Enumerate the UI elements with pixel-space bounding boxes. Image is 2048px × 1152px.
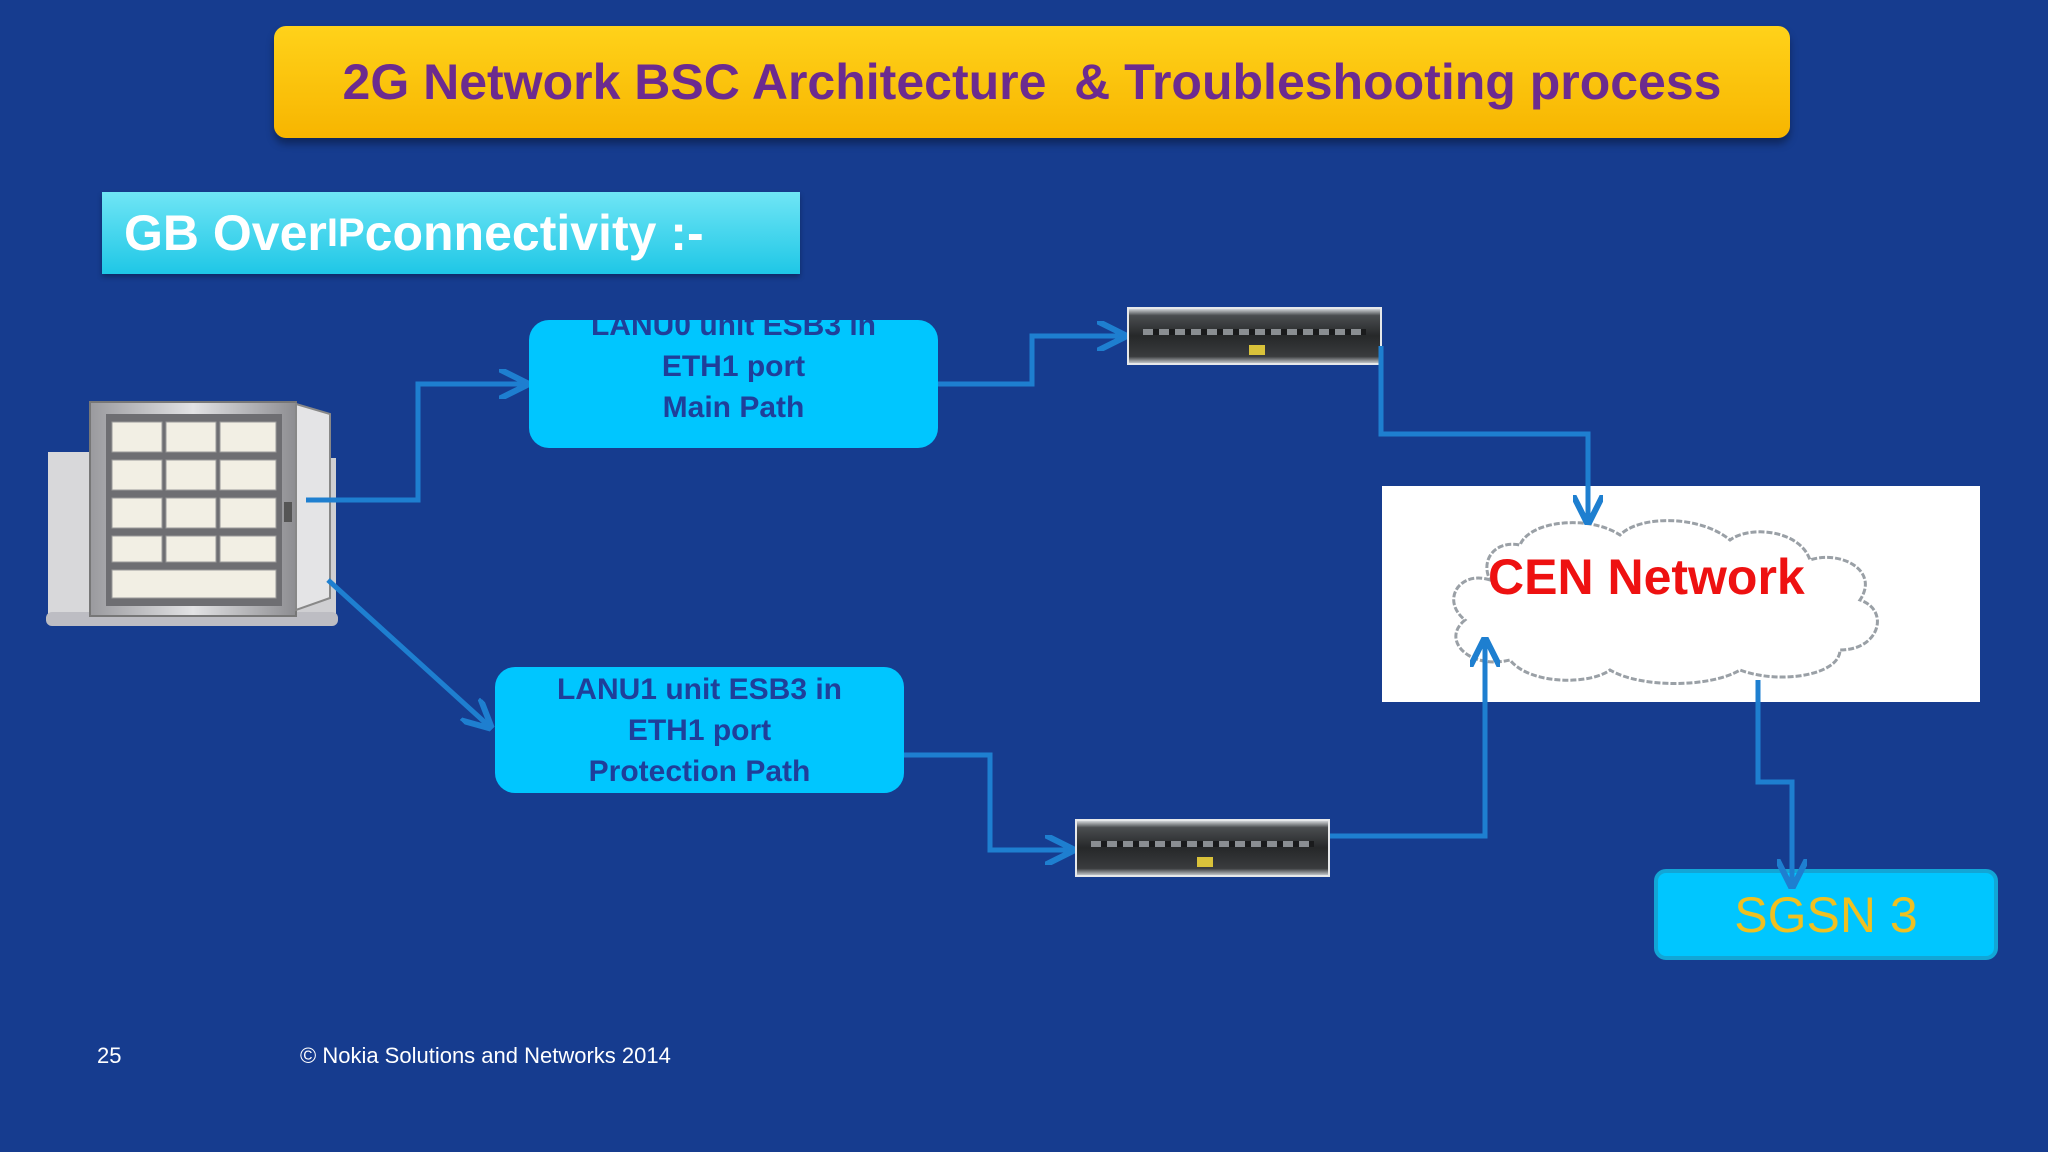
protection-path-box: LANU1 unit ESB3 in ETH1 port Protection … xyxy=(495,667,904,793)
cen-network-label: CEN Network xyxy=(1488,549,1805,605)
copyright-text: © Nokia Solutions and Networks 2014 xyxy=(300,1043,671,1068)
protection-path-line1: LANU1 unit ESB3 in xyxy=(556,672,842,706)
page-title: 2G Network BSC Architecture & Troublesho… xyxy=(342,54,1722,110)
connector-router2-to-cen xyxy=(1330,640,1485,839)
section-heading-part1: GB Over xyxy=(124,205,327,261)
connector-main-to-router xyxy=(938,336,1124,387)
cloud-icon xyxy=(1452,519,1879,685)
connector-router-to-cen xyxy=(1378,346,1588,522)
bsc-cabinet-icon xyxy=(46,401,338,626)
connector-protection-to-router xyxy=(904,752,1072,850)
page-number: 25 xyxy=(97,1043,122,1068)
main-path-line3: Main Path xyxy=(662,391,805,424)
section-heading-part2: connectivity :- xyxy=(364,205,704,261)
sgsn-label: SGSN 3 xyxy=(1734,886,1918,943)
protection-path-line2: ETH1 port xyxy=(627,713,772,747)
main-path-line2: ETH1 port xyxy=(661,350,806,383)
main-path-line1: LANU0 unit ESB3 in xyxy=(590,320,876,342)
protection-path-line3: Protection Path xyxy=(588,754,811,788)
connector-cabinet-to-main xyxy=(306,384,526,503)
connector-cabinet-to-protection xyxy=(326,578,490,727)
sgsn-box: SGSN 3 xyxy=(1654,869,1998,960)
connector-cen-to-sgsn xyxy=(1755,680,1792,886)
section-heading: GB Over IP connectivity :- xyxy=(102,192,800,274)
router-protection-icon xyxy=(1075,819,1330,877)
title-banner: 2G Network BSC Architecture & Troublesho… xyxy=(274,26,1790,138)
main-path-box: LANU0 unit ESB3 in ETH1 port Main Path xyxy=(529,320,938,448)
section-heading-ip: IP xyxy=(326,210,365,255)
router-main-icon xyxy=(1127,307,1382,365)
